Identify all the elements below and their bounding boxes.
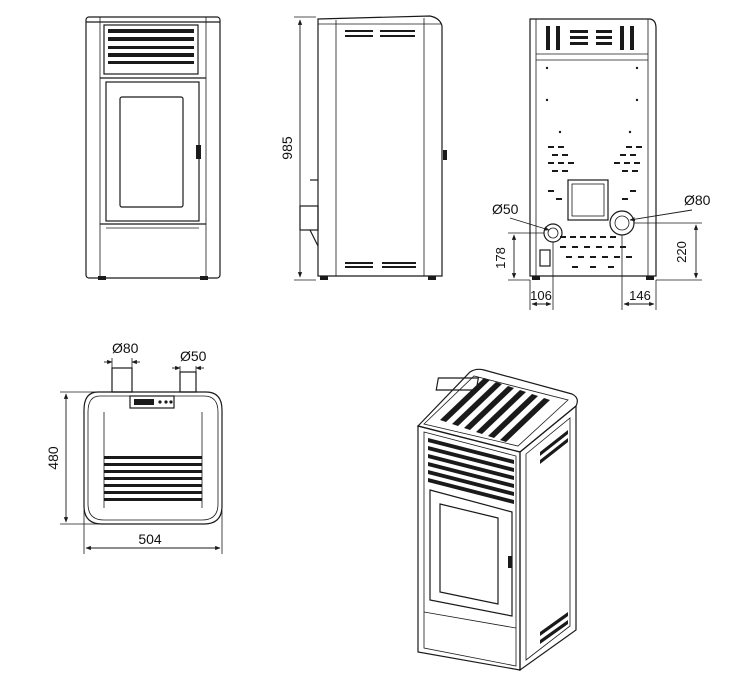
front-view (85, 16, 221, 280)
depth-dimension-label: 480 (45, 446, 61, 470)
flue-left-offset-label: 106 (530, 288, 552, 303)
flue-right-height-label: 220 (674, 241, 689, 263)
front-vent-grille (108, 29, 194, 64)
flue-left-diameter-label: Ø50 (492, 201, 519, 217)
width-dimension-label: 504 (138, 531, 162, 547)
top-view: Ø80 Ø50 480 504 (45, 340, 223, 554)
top-grille (104, 456, 202, 501)
flue-outlet-80 (609, 210, 635, 236)
perspective-front-grille (428, 438, 514, 504)
top-flue-50 (179, 371, 197, 393)
door-handle (196, 145, 201, 159)
top-flue-50-label: Ø50 (180, 348, 207, 364)
flue-right-diameter-label: Ø80 (684, 192, 711, 208)
flue-outlet-50 (543, 223, 563, 243)
rear-view: Ø50 Ø80 178 220 106 146 (492, 18, 711, 310)
flue-right-offset-label: 146 (629, 288, 651, 303)
control-panel-display (129, 395, 175, 409)
perspective-door-glass (439, 503, 499, 605)
door-glass (119, 96, 184, 208)
height-dimension-label: 985 (279, 136, 295, 160)
side-view: 985 (279, 15, 447, 281)
rear-rivets (545, 66, 639, 134)
top-flue-80-label: Ø80 (112, 340, 139, 356)
perspective-top-grille (440, 378, 550, 442)
rear-top-grille (546, 26, 634, 50)
flue-left-height-label: 178 (493, 247, 508, 269)
rear-perforations (548, 146, 642, 268)
perspective-view (416, 368, 578, 672)
top-flue-80 (111, 367, 133, 393)
